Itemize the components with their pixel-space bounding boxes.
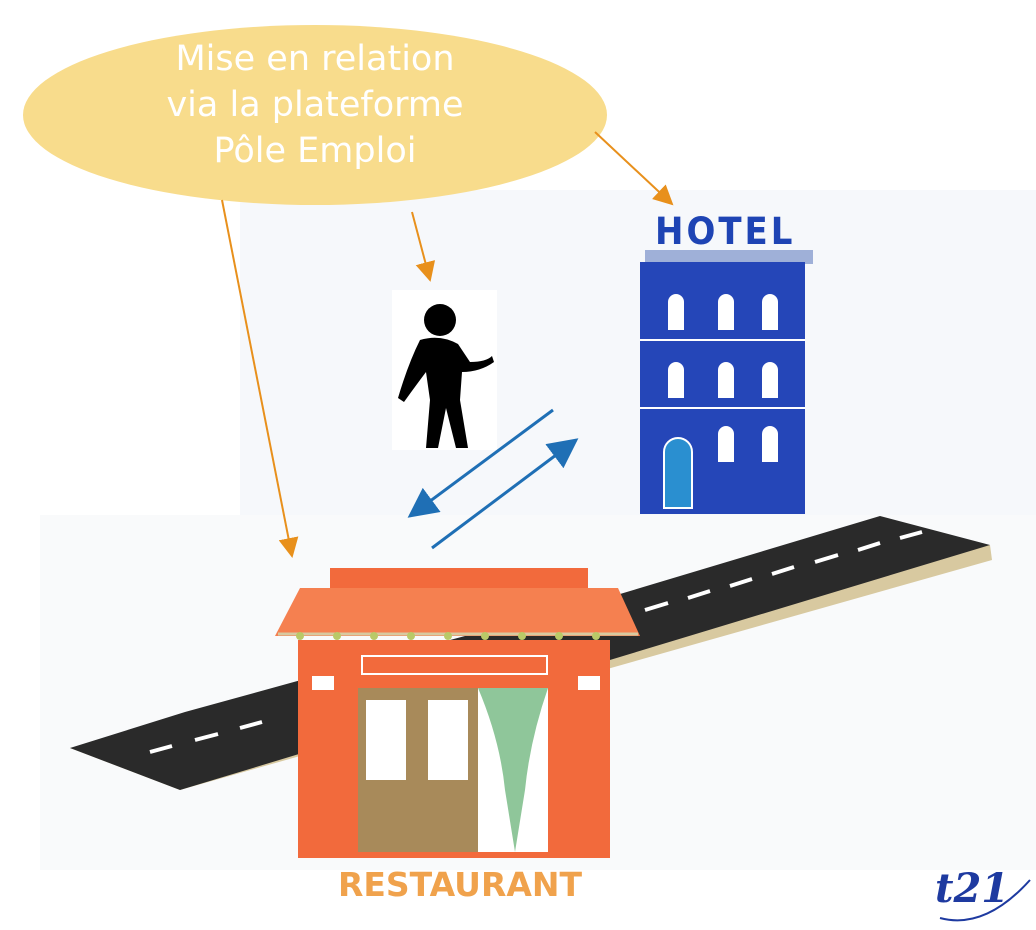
restaurant-building-icon — [275, 568, 640, 858]
hotel-building-icon — [640, 250, 813, 514]
person-icon — [392, 290, 497, 450]
bubble-text: Mise en relation via la plateforme Pôle … — [60, 36, 570, 174]
t21-logo: t21 — [935, 865, 1010, 912]
logo-swoosh — [939, 879, 1031, 922]
bubble-line-3: Pôle Emploi — [213, 131, 417, 171]
arrow-to-person — [411, 211, 436, 282]
hotel-sign: HOTEL — [655, 210, 796, 254]
speech-bubble — [23, 25, 607, 205]
arrow-hotel-to-restaurant — [407, 408, 554, 518]
arrow-restaurant-to-hotel — [431, 438, 579, 550]
bubble-line-1: Mise en relation — [175, 39, 455, 79]
arrow-to-restaurant — [221, 199, 299, 558]
arrow-to-hotel — [594, 131, 674, 206]
bubble-line-2: via la plateforme — [166, 85, 464, 125]
background-panel — [240, 190, 1036, 520]
restaurant-caption: RESTAURANT — [337, 865, 583, 904]
